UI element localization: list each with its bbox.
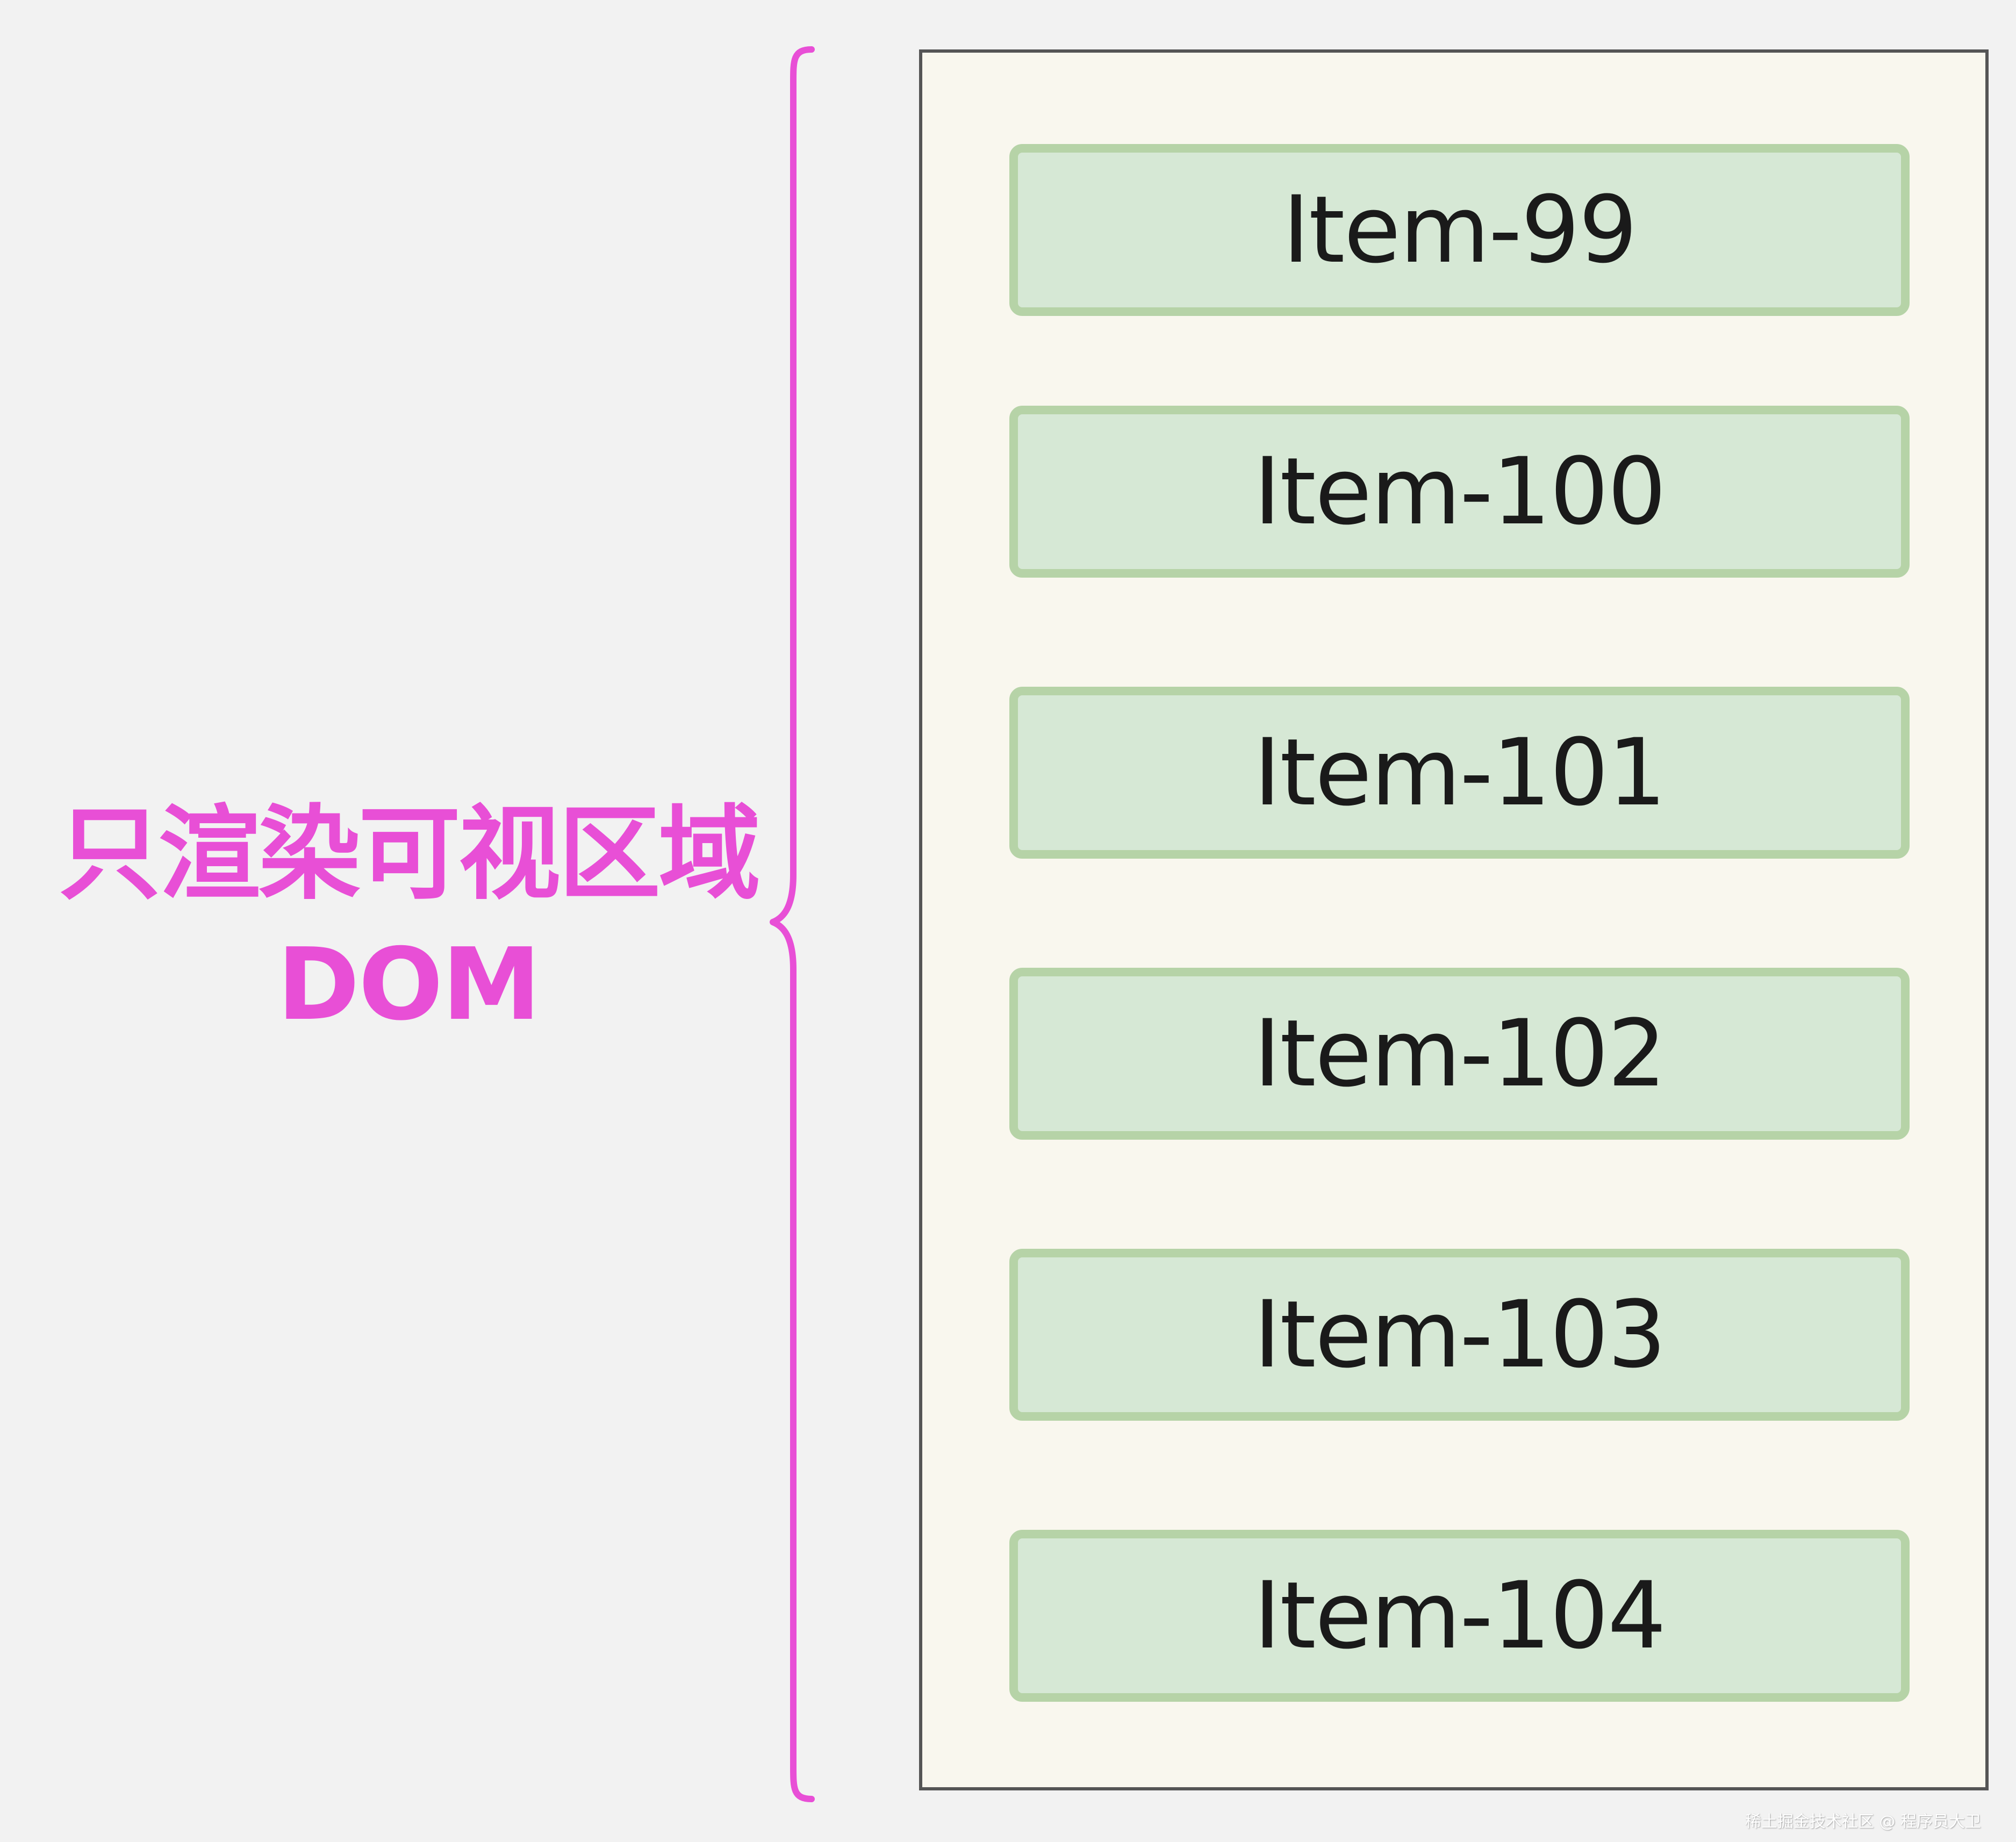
- list-item: Item-104: [1009, 1530, 1910, 1702]
- list-item-label: Item-104: [1253, 1562, 1667, 1670]
- list-item: Item-103: [1009, 1249, 1910, 1421]
- caption-only-render-visible-area: 只渲染可视区域: [58, 795, 761, 913]
- list-item-label: Item-101: [1253, 718, 1667, 826]
- list-item-label: Item-100: [1253, 437, 1667, 545]
- list-item-label: Item-103: [1253, 1280, 1667, 1388]
- visible-viewport[interactable]: Item-99 Item-100 Item-101 Item-102 Item-…: [919, 49, 1989, 1790]
- list-item: Item-102: [1009, 968, 1910, 1140]
- list-item-label: Item-99: [1282, 176, 1637, 284]
- list-item-label: Item-102: [1253, 999, 1667, 1107]
- caption-dom: DOM: [277, 926, 541, 1042]
- list-item: Item-100: [1009, 406, 1910, 578]
- curly-brace-icon: [770, 46, 815, 1802]
- watermark: 稀土掘金技术社区 @ 程序员大卫: [1745, 1812, 1981, 1831]
- list-item: Item-101: [1009, 687, 1910, 859]
- list-item: Item-99: [1009, 144, 1910, 316]
